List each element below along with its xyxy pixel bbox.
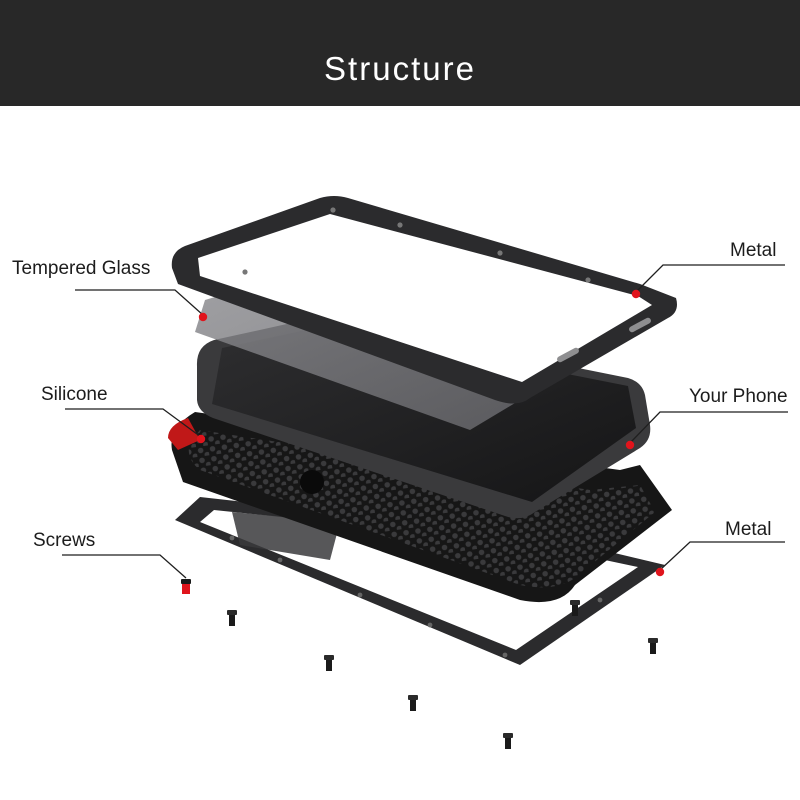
marker-metal-bottom bbox=[655, 567, 665, 577]
label-silicone: Silicone bbox=[41, 384, 108, 405]
screw bbox=[227, 610, 237, 626]
label-metal-bottom: Metal bbox=[725, 519, 772, 540]
screws-group bbox=[181, 579, 658, 749]
label-metal-top: Metal bbox=[730, 240, 777, 261]
label-your-phone: Your Phone bbox=[689, 386, 788, 407]
marker-tempered-glass bbox=[198, 312, 208, 322]
page-title: Structure bbox=[324, 50, 476, 87]
leader-tempered-glass bbox=[75, 289, 204, 316]
screw bbox=[408, 695, 418, 711]
screw bbox=[324, 655, 334, 671]
exploded-case-illustration bbox=[62, 196, 788, 749]
leader-screws bbox=[62, 554, 187, 579]
screw bbox=[648, 638, 658, 654]
leader-metal-top bbox=[635, 264, 785, 293]
callout-lines bbox=[62, 264, 788, 579]
callout-markers bbox=[196, 289, 665, 577]
header-bar bbox=[0, 0, 800, 106]
leader-metal-bottom bbox=[659, 541, 785, 571]
label-screws: Screws bbox=[33, 530, 96, 551]
marker-silicone bbox=[196, 434, 206, 444]
top-metal-frame bbox=[171, 196, 677, 404]
marker-your-phone bbox=[625, 440, 635, 450]
marker-metal-top bbox=[631, 289, 641, 299]
label-tempered-glass: Tempered Glass bbox=[12, 258, 151, 279]
leader-your-phone bbox=[629, 411, 788, 444]
screw bbox=[503, 733, 513, 749]
screw-highlighted bbox=[181, 579, 191, 594]
leader-silicone bbox=[65, 408, 202, 438]
screw bbox=[570, 600, 580, 616]
silicone-layer bbox=[168, 412, 672, 603]
